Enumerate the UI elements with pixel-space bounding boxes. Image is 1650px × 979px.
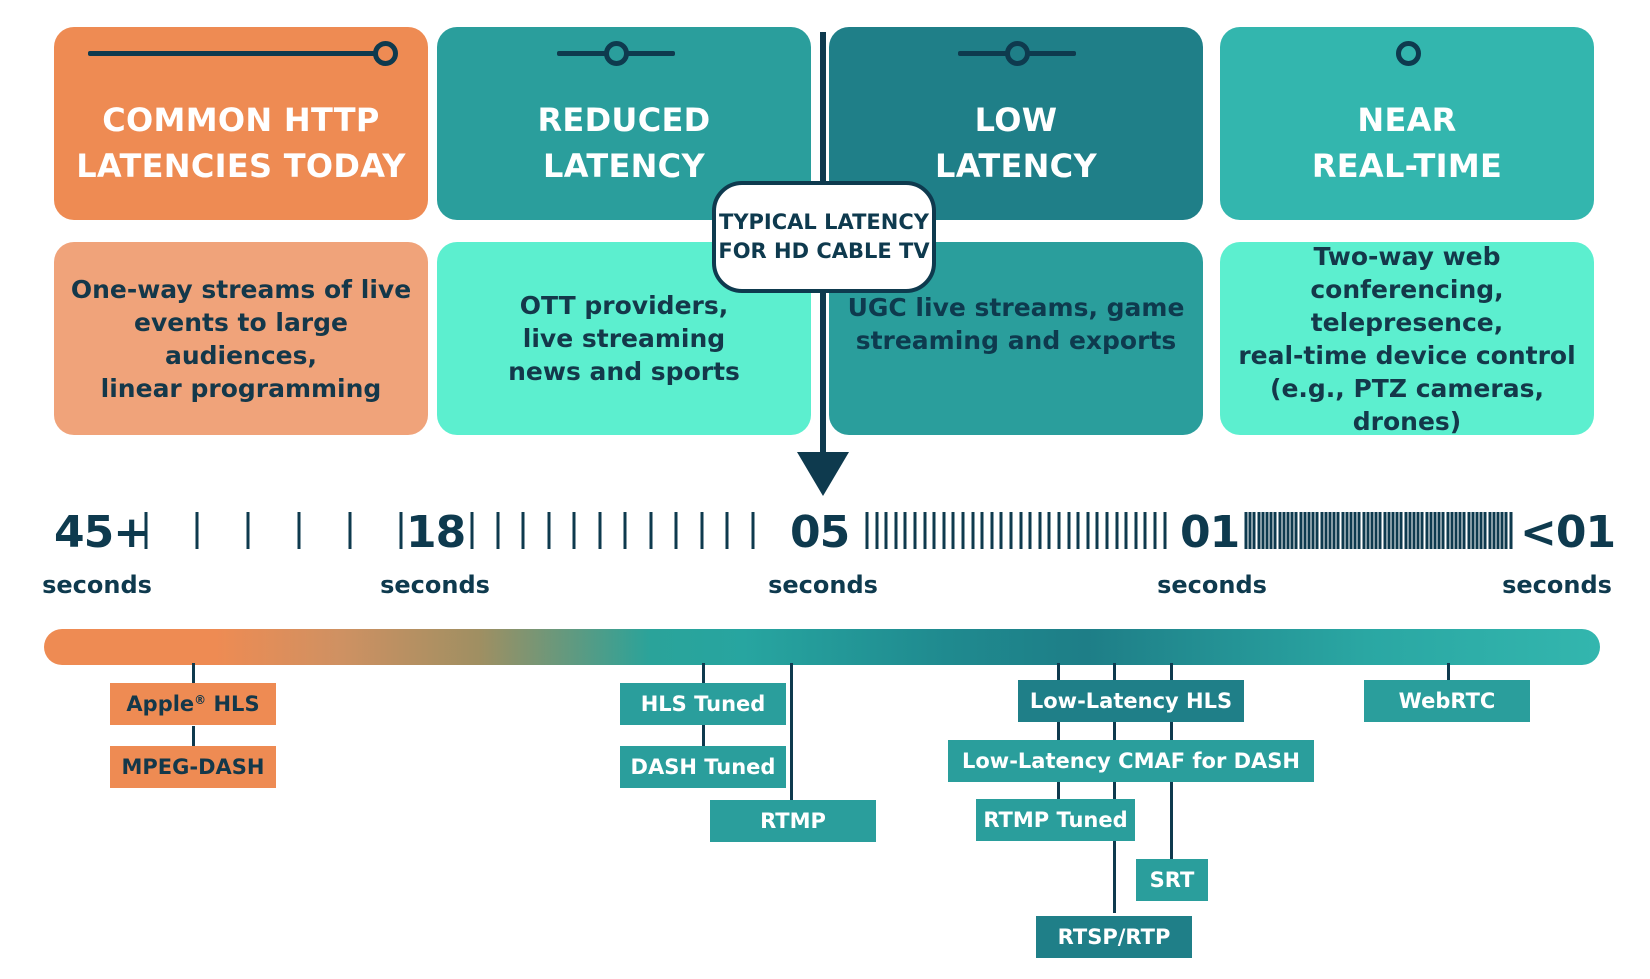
protocol-rtsp-rtp: RTSP/RTP [1036, 916, 1192, 958]
typical-latency-callout: TYPICAL LATENCY FOR HD CABLE TV [712, 181, 936, 293]
protocol-apple-hls-suffix: HLS [206, 692, 260, 716]
category-common-http-description-card: One-way streams of live events to large … [54, 242, 428, 435]
category-near-real-time-description: Two-way web conferencing, telepresence, … [1238, 241, 1576, 436]
protocol-rtmp: RTMP [710, 800, 876, 842]
slider-knob-icon [373, 41, 398, 66]
scale-label-01: 01 [1180, 507, 1240, 558]
scale-label-05: 05 [790, 507, 850, 558]
arrow-down-icon [797, 452, 849, 496]
slider-knob-icon [1005, 41, 1030, 66]
protocol-dash-tuned: DASH Tuned [620, 746, 786, 788]
latency-gradient-bar [44, 629, 1600, 665]
scale-unit-under-01: seconds [1502, 571, 1612, 599]
protocol-apple-hls-name: Apple [126, 692, 195, 716]
protocol-mpeg-dash: MPEG-DASH [110, 746, 276, 788]
scale-label-under-01: <01 [1520, 507, 1616, 558]
category-near-real-time-description-card: Two-way web conferencing, telepresence, … [1220, 241, 1594, 436]
protocol-srt: SRT [1136, 859, 1208, 901]
connector-line [790, 663, 793, 803]
category-low-description-card: UGC live streams, game streaming and exp… [829, 242, 1203, 435]
scale-label-18: 18 [406, 507, 466, 558]
connector-line [1447, 663, 1450, 683]
category-near-real-time-title: NEAR REAL-TIME [1311, 100, 1503, 185]
scale-unit-05: seconds [768, 571, 878, 599]
category-reduced-title: REDUCED LATENCY [537, 100, 711, 185]
scale-unit-45: seconds [42, 571, 152, 599]
category-common-http-title: COMMON HTTP LATENCIES TODAY [76, 100, 406, 185]
slider-knob-icon [1396, 41, 1421, 66]
scale-unit-01: seconds [1157, 571, 1267, 599]
connector-line [1057, 663, 1060, 813]
slider-track-common-http [88, 51, 385, 56]
protocol-hls-tuned: HLS Tuned [620, 683, 786, 725]
category-low-description: UGC live streams, game streaming and exp… [847, 292, 1185, 355]
scale-unit-18: seconds [380, 571, 490, 599]
protocol-low-latency-hls: Low-Latency HLS [1018, 680, 1244, 722]
slider-knob-icon [604, 41, 629, 66]
connector-line [1113, 663, 1116, 913]
protocol-webrtc: WebRTC [1364, 680, 1530, 722]
category-common-http-description: One-way streams of live events to large … [70, 274, 412, 403]
category-common-http-card: COMMON HTTP LATENCIES TODAY [54, 27, 428, 220]
connector-line [192, 726, 195, 752]
category-low-title: LOW LATENCY [935, 100, 1097, 185]
protocol-rtmp-tuned: RTMP Tuned [976, 799, 1135, 841]
category-near-real-time-card: NEAR REAL-TIME [1220, 27, 1594, 220]
scale-label-45: 45+ [54, 507, 150, 558]
protocol-low-latency-cmaf: Low-Latency CMAF for DASH [948, 740, 1314, 782]
registered-mark: ® [194, 693, 207, 707]
protocol-apple-hls: Apple® HLS [110, 683, 276, 725]
category-reduced-description: OTT providers, live streaming news and s… [508, 291, 740, 386]
